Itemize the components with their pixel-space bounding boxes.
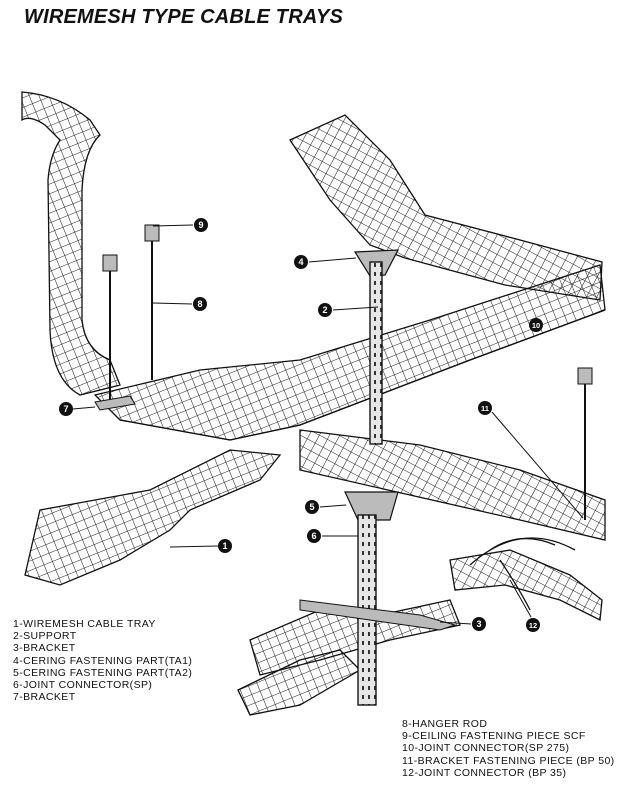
legend-item: 9-CEILING FASTENING PIECE SCF	[402, 730, 586, 743]
callout-3: 3	[472, 617, 486, 631]
svg-text:11: 11	[481, 404, 489, 413]
legend-item: 2-SUPPORT	[13, 630, 77, 643]
callout-9: 9	[194, 218, 208, 232]
callout-1: 1	[218, 539, 232, 553]
curved-bend-tray	[469, 537, 576, 611]
callout-11: 11	[478, 401, 492, 415]
legend-item: 12-JOINT CONNECTOR (BP 35)	[402, 766, 567, 779]
legend-item: 8-HANGER ROD	[402, 718, 488, 730]
callout-4: 4	[294, 255, 308, 269]
svg-text:2: 2	[322, 305, 327, 315]
page-title: WIREMESH TYPE CABLE TRAYS	[24, 6, 344, 28]
cross-tray	[299, 429, 606, 541]
svg-text:7: 7	[63, 404, 68, 414]
callout-markers: 1 2 3 4 5 6 7 8 9 10 11 12	[59, 218, 543, 632]
callout-10: 10	[529, 318, 543, 332]
callout-12: 12	[526, 618, 540, 632]
legend-item: 1-WIREMESH CABLE TRAY	[13, 618, 156, 630]
legend-item: 10-JOINT CONNECTOR(SP 275)	[402, 742, 570, 755]
svg-text:5: 5	[309, 502, 314, 512]
svg-text:10: 10	[532, 321, 540, 330]
legend-item: 4-CERING FASTENING PART(TA1)	[13, 654, 193, 667]
callout-6: 6	[307, 529, 321, 543]
legend-item: 7-BRACKET	[13, 691, 76, 704]
leader-lines	[72, 224, 584, 625]
legend-left: 1-WIREMESH CABLE TRAY 2-SUPPORT 3-BRACKE…	[13, 618, 192, 703]
bottom-trays	[237, 549, 603, 716]
callout-5: 5	[305, 500, 319, 514]
svg-text:1: 1	[222, 541, 227, 551]
legend-item: 11-BRACKET FASTENING PIECE (BP 50)	[402, 754, 615, 767]
svg-text:9: 9	[198, 220, 203, 230]
svg-text:3: 3	[476, 619, 481, 629]
legend-item: 6-JOINT CONNECTOR(SP)	[13, 679, 153, 692]
callout-2: 2	[318, 303, 332, 317]
legend-right: 8-HANGER ROD 9-CEILING FASTENING PIECE S…	[402, 718, 615, 779]
main-tray-run	[93, 264, 606, 441]
upper-tray-branch	[289, 114, 603, 301]
callout-8: 8	[193, 297, 207, 311]
svg-text:8: 8	[197, 299, 202, 309]
svg-text:12: 12	[529, 621, 537, 630]
ceiling-pieces	[102, 224, 593, 385]
svg-text:6: 6	[311, 531, 316, 541]
lower-left-tray	[24, 449, 282, 586]
legend-item: 3-BRACKET	[13, 642, 76, 655]
vertical-bend-tray	[21, 91, 121, 396]
legend-item: 5-CERING FASTENING PART(TA2)	[13, 666, 193, 679]
brackets	[94, 395, 457, 631]
svg-text:4: 4	[298, 257, 303, 267]
callout-7: 7	[59, 402, 73, 416]
hanger-rods	[109, 238, 586, 520]
